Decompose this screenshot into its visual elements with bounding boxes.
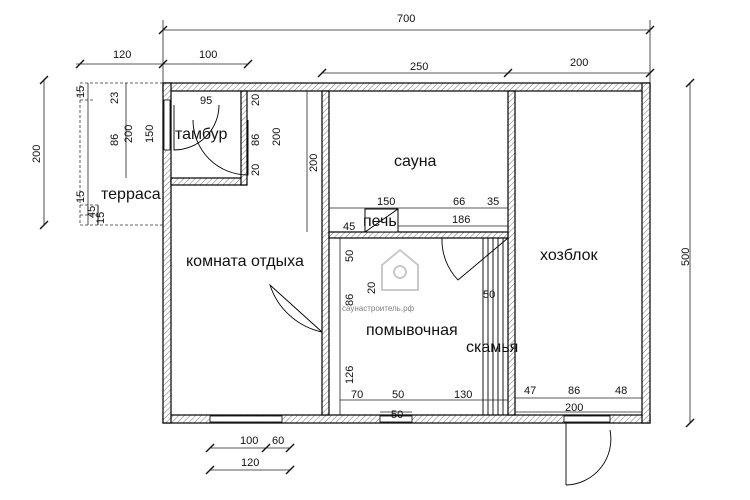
dim-top-200: 200 — [570, 57, 588, 69]
dim-stove-35: 35 — [487, 196, 499, 208]
doors — [173, 104, 612, 486]
dim-util-47: 47 — [524, 385, 536, 397]
dim-stove-150: 150 — [377, 196, 395, 208]
dim-left-86: 86 — [109, 134, 121, 146]
dim-wash-50b: 50 — [391, 409, 403, 421]
dim-tambur-86: 86 — [250, 134, 262, 146]
dim-util-86: 86 — [568, 385, 580, 397]
dim-util-200: 200 — [565, 402, 583, 414]
watermark-logo — [381, 248, 419, 291]
dimension-lines — [39, 20, 695, 475]
dim-stove-66: 66 — [453, 196, 465, 208]
room-utility: хозблок — [540, 247, 599, 264]
dim-top-250: 250 — [410, 61, 428, 73]
room-stove: печь — [363, 213, 397, 230]
dim-left-23: 23 — [109, 92, 121, 104]
dim-left-15a: 15 — [75, 86, 87, 98]
dim-right-500: 500 — [680, 248, 692, 266]
room-sauna: сауна — [394, 153, 437, 170]
dim-util-48: 48 — [615, 385, 627, 397]
room-rest-room: комната отдыха — [186, 253, 304, 270]
dim-top-total: 700 — [397, 13, 415, 25]
dim-bench-50: 50 — [483, 289, 495, 301]
terrace-outline — [79, 82, 163, 226]
dim-top-120: 120 — [113, 49, 131, 61]
dim-tambur-20b: 20 — [250, 164, 262, 176]
room-tambur: тамбур — [175, 126, 228, 143]
dim-left-15b: 15 — [75, 191, 87, 203]
dim-bottom-120: 120 — [241, 457, 259, 469]
dim-bottom-60: 60 — [272, 435, 284, 447]
dim-left-45a: 45 — [86, 206, 98, 218]
dim-top-100: 100 — [199, 49, 217, 61]
room-bench: скамья — [466, 339, 518, 356]
room-washroom: помывочная — [366, 322, 458, 339]
dim-tambur-200r: 200 — [271, 128, 283, 146]
inner-walls — [170, 90, 516, 416]
dim-tambur-20a: 20 — [250, 94, 262, 106]
dim-wash-130: 130 — [454, 389, 472, 401]
dim-sauna-200v: 200 — [308, 154, 320, 172]
dim-stove-186: 186 — [452, 214, 470, 226]
dim-stove-45: 45 — [343, 221, 355, 233]
dim-tambur-95: 95 — [200, 95, 212, 107]
dim-tambur-200v: 200 — [123, 125, 135, 143]
bench-slats — [482, 238, 504, 415]
dim-wash-50h: 50 — [392, 389, 404, 401]
dim-wash-86v: 86 — [344, 294, 356, 306]
dim-left-150: 150 — [144, 125, 156, 143]
room-terrace: терраса — [101, 186, 161, 203]
dim-left-200: 200 — [31, 145, 43, 163]
dim-bottom-100: 100 — [240, 435, 258, 447]
dim-wash-70: 70 — [351, 389, 363, 401]
dim-left-15c: 15 — [95, 212, 107, 224]
dim-wash-20: 20 — [366, 282, 378, 294]
dim-wash-126: 126 — [344, 366, 356, 384]
watermark-text: саунастроитель.рф — [342, 304, 415, 313]
dim-wash-50v: 50 — [344, 250, 356, 262]
